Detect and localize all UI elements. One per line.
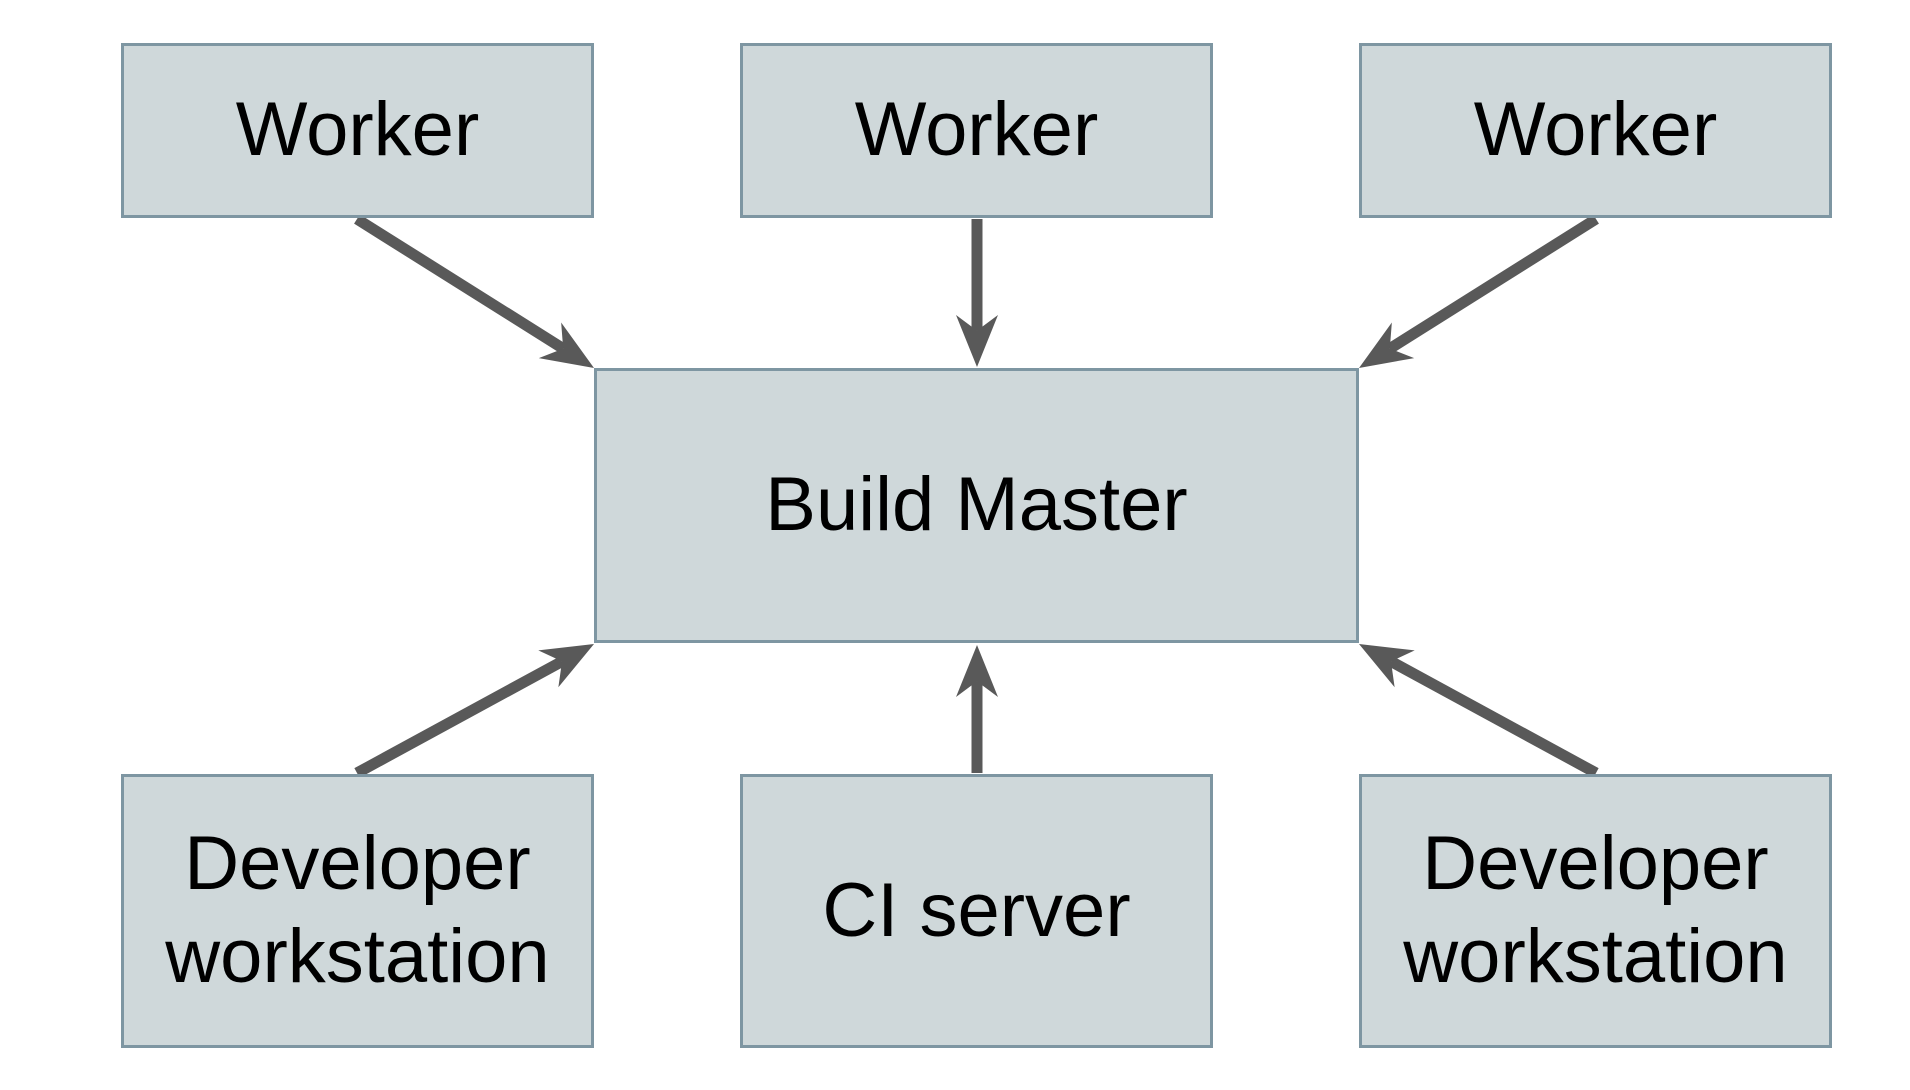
arrowhead-icon — [538, 644, 594, 688]
node-ci-server-label: CI server — [822, 867, 1131, 953]
arrowhead-icon — [538, 322, 594, 368]
arrowhead-icon — [956, 315, 998, 367]
node-ci-server: CI server — [740, 774, 1213, 1048]
arrow-shaft — [354, 214, 567, 354]
arrowhead-icon — [956, 645, 998, 697]
node-worker-2-label: Worker — [854, 87, 1099, 173]
arrow-shaft — [354, 656, 565, 778]
node-worker-2: Worker — [740, 43, 1213, 218]
arrow-shaft — [1386, 214, 1599, 354]
node-worker-1-label: Worker — [235, 87, 480, 173]
node-worker-3-label: Worker — [1473, 87, 1718, 173]
arrowhead-icon — [1359, 322, 1415, 368]
node-developer-workstation-1-label: Developer workstation — [165, 821, 550, 999]
node-build-master-label: Build Master — [765, 462, 1188, 548]
arrowhead-icon — [1359, 644, 1415, 688]
node-worker-1: Worker — [121, 43, 594, 218]
arrow-developer-workstation-2-to-build-master — [1359, 644, 1599, 778]
arrow-developer-workstation-1-to-build-master — [354, 644, 594, 778]
arrow-worker-2-to-build-master — [956, 219, 998, 367]
arrow-worker-3-to-build-master — [1359, 214, 1599, 368]
node-developer-workstation-2-label: Developer workstation — [1403, 821, 1788, 999]
arrow-shaft — [1388, 656, 1599, 778]
node-worker-3: Worker — [1359, 43, 1832, 218]
node-developer-workstation-1: Developer workstation — [121, 774, 594, 1048]
node-build-master: Build Master — [594, 368, 1359, 643]
arrow-ci-server-to-build-master — [956, 645, 998, 773]
node-developer-workstation-2: Developer workstation — [1359, 774, 1832, 1048]
arrow-worker-1-to-build-master — [354, 214, 594, 368]
